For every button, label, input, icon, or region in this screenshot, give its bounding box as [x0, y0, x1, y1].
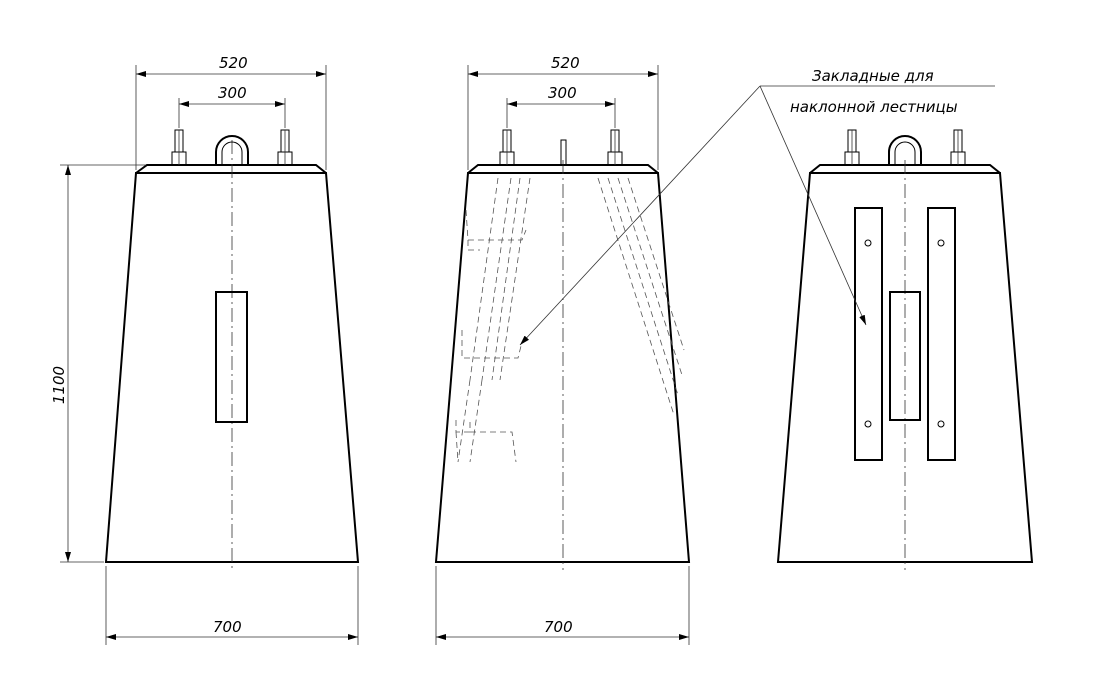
bolt-hole: [864, 420, 872, 428]
bolt-left: [499, 129, 515, 166]
bolt-right: [950, 129, 966, 166]
leader-to-middle: [519, 85, 761, 346]
bolt-right: [277, 129, 293, 166]
note-line-2: наклонной лестницы: [790, 98, 958, 116]
bolt-right: [607, 129, 623, 166]
block-body: [434, 172, 691, 563]
dim-top-width: 520: [551, 54, 580, 72]
note-line-1: Закладные для: [812, 67, 934, 85]
dim-bottom-width: 700: [213, 618, 242, 636]
view-front-left: 520 300 1100 700: [50, 54, 360, 645]
dim-top-width: 520: [219, 54, 248, 72]
view-back-right: [776, 129, 1034, 570]
bolt-hole: [937, 420, 945, 428]
bolt-left: [171, 129, 187, 166]
leader-to-right: [759, 85, 867, 326]
hidden-embeds: [455, 177, 685, 463]
lifting-loop: [215, 135, 249, 165]
bolt-left: [844, 129, 860, 166]
embedded-plate: [889, 291, 921, 421]
top-slab: [135, 164, 327, 174]
dim-bolt-spacing: 300: [548, 84, 577, 102]
lifting-loop: [888, 135, 922, 165]
view-side-middle: 520 300 700: [434, 54, 691, 645]
ladder-strip-left: [854, 207, 883, 461]
lifting-loop-edge: [560, 139, 567, 166]
dim-height: 1100: [50, 366, 68, 404]
bolt-hole: [864, 239, 872, 247]
dim-bottom-width: 700: [544, 618, 573, 636]
note-callout: Закладные для наклонной лестницы: [519, 67, 995, 346]
dim-bolt-spacing: 300: [218, 84, 247, 102]
ladder-strip-right: [927, 207, 956, 461]
embedded-plate: [215, 291, 248, 423]
bolt-hole: [937, 239, 945, 247]
